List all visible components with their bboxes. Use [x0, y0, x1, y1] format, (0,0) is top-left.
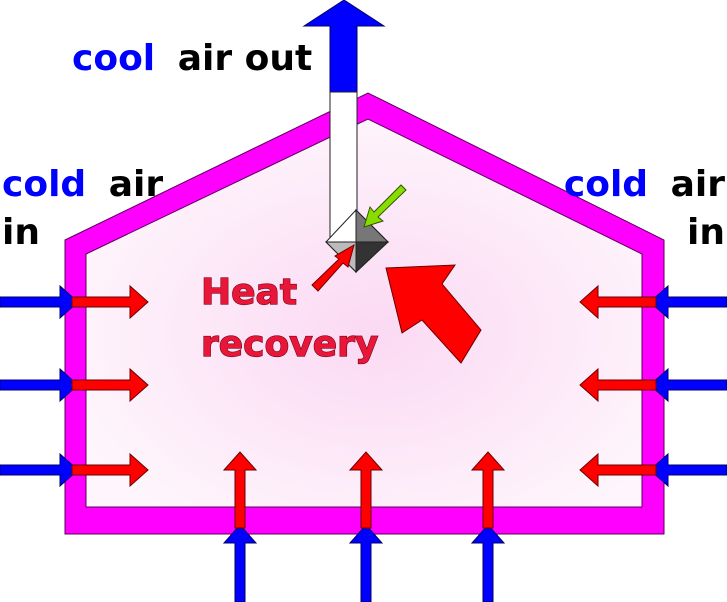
exhaust-label-accent: cool — [72, 38, 155, 79]
warm-air-arrow — [385, 264, 482, 364]
heat-recovery-line1: Heat — [201, 272, 297, 313]
bottom-red-arrows — [222, 451, 506, 529]
red-exchanger-arrow — [311, 243, 355, 292]
right-red-arrows — [579, 284, 657, 488]
left-intake-line2: in — [2, 212, 40, 253]
exhaust-label-rest: air out — [178, 38, 313, 79]
right-intake-line2: in — [687, 212, 725, 253]
heat-recovery-line2: recovery — [201, 324, 378, 365]
right-blue-arrows — [649, 284, 727, 488]
left-red-arrows — [71, 284, 149, 488]
heat-recovery-label: Heat recovery — [200, 271, 379, 365]
exhaust-label: cool air out — [72, 38, 312, 79]
right-intake-rest: air — [671, 164, 726, 205]
house-interior — [85, 118, 643, 508]
exhaust-duct — [302, 0, 386, 244]
green-supply-arrow — [363, 184, 407, 228]
bottom-blue-arrows — [222, 524, 506, 602]
left-intake-label: cold air — [2, 164, 163, 205]
right-intake-accent: cold — [564, 164, 648, 205]
right-intake-label: cold air — [564, 164, 725, 205]
left-intake-rest: air — [109, 164, 164, 205]
left-intake-accent: cold — [2, 164, 86, 205]
left-blue-arrows — [0, 284, 79, 488]
